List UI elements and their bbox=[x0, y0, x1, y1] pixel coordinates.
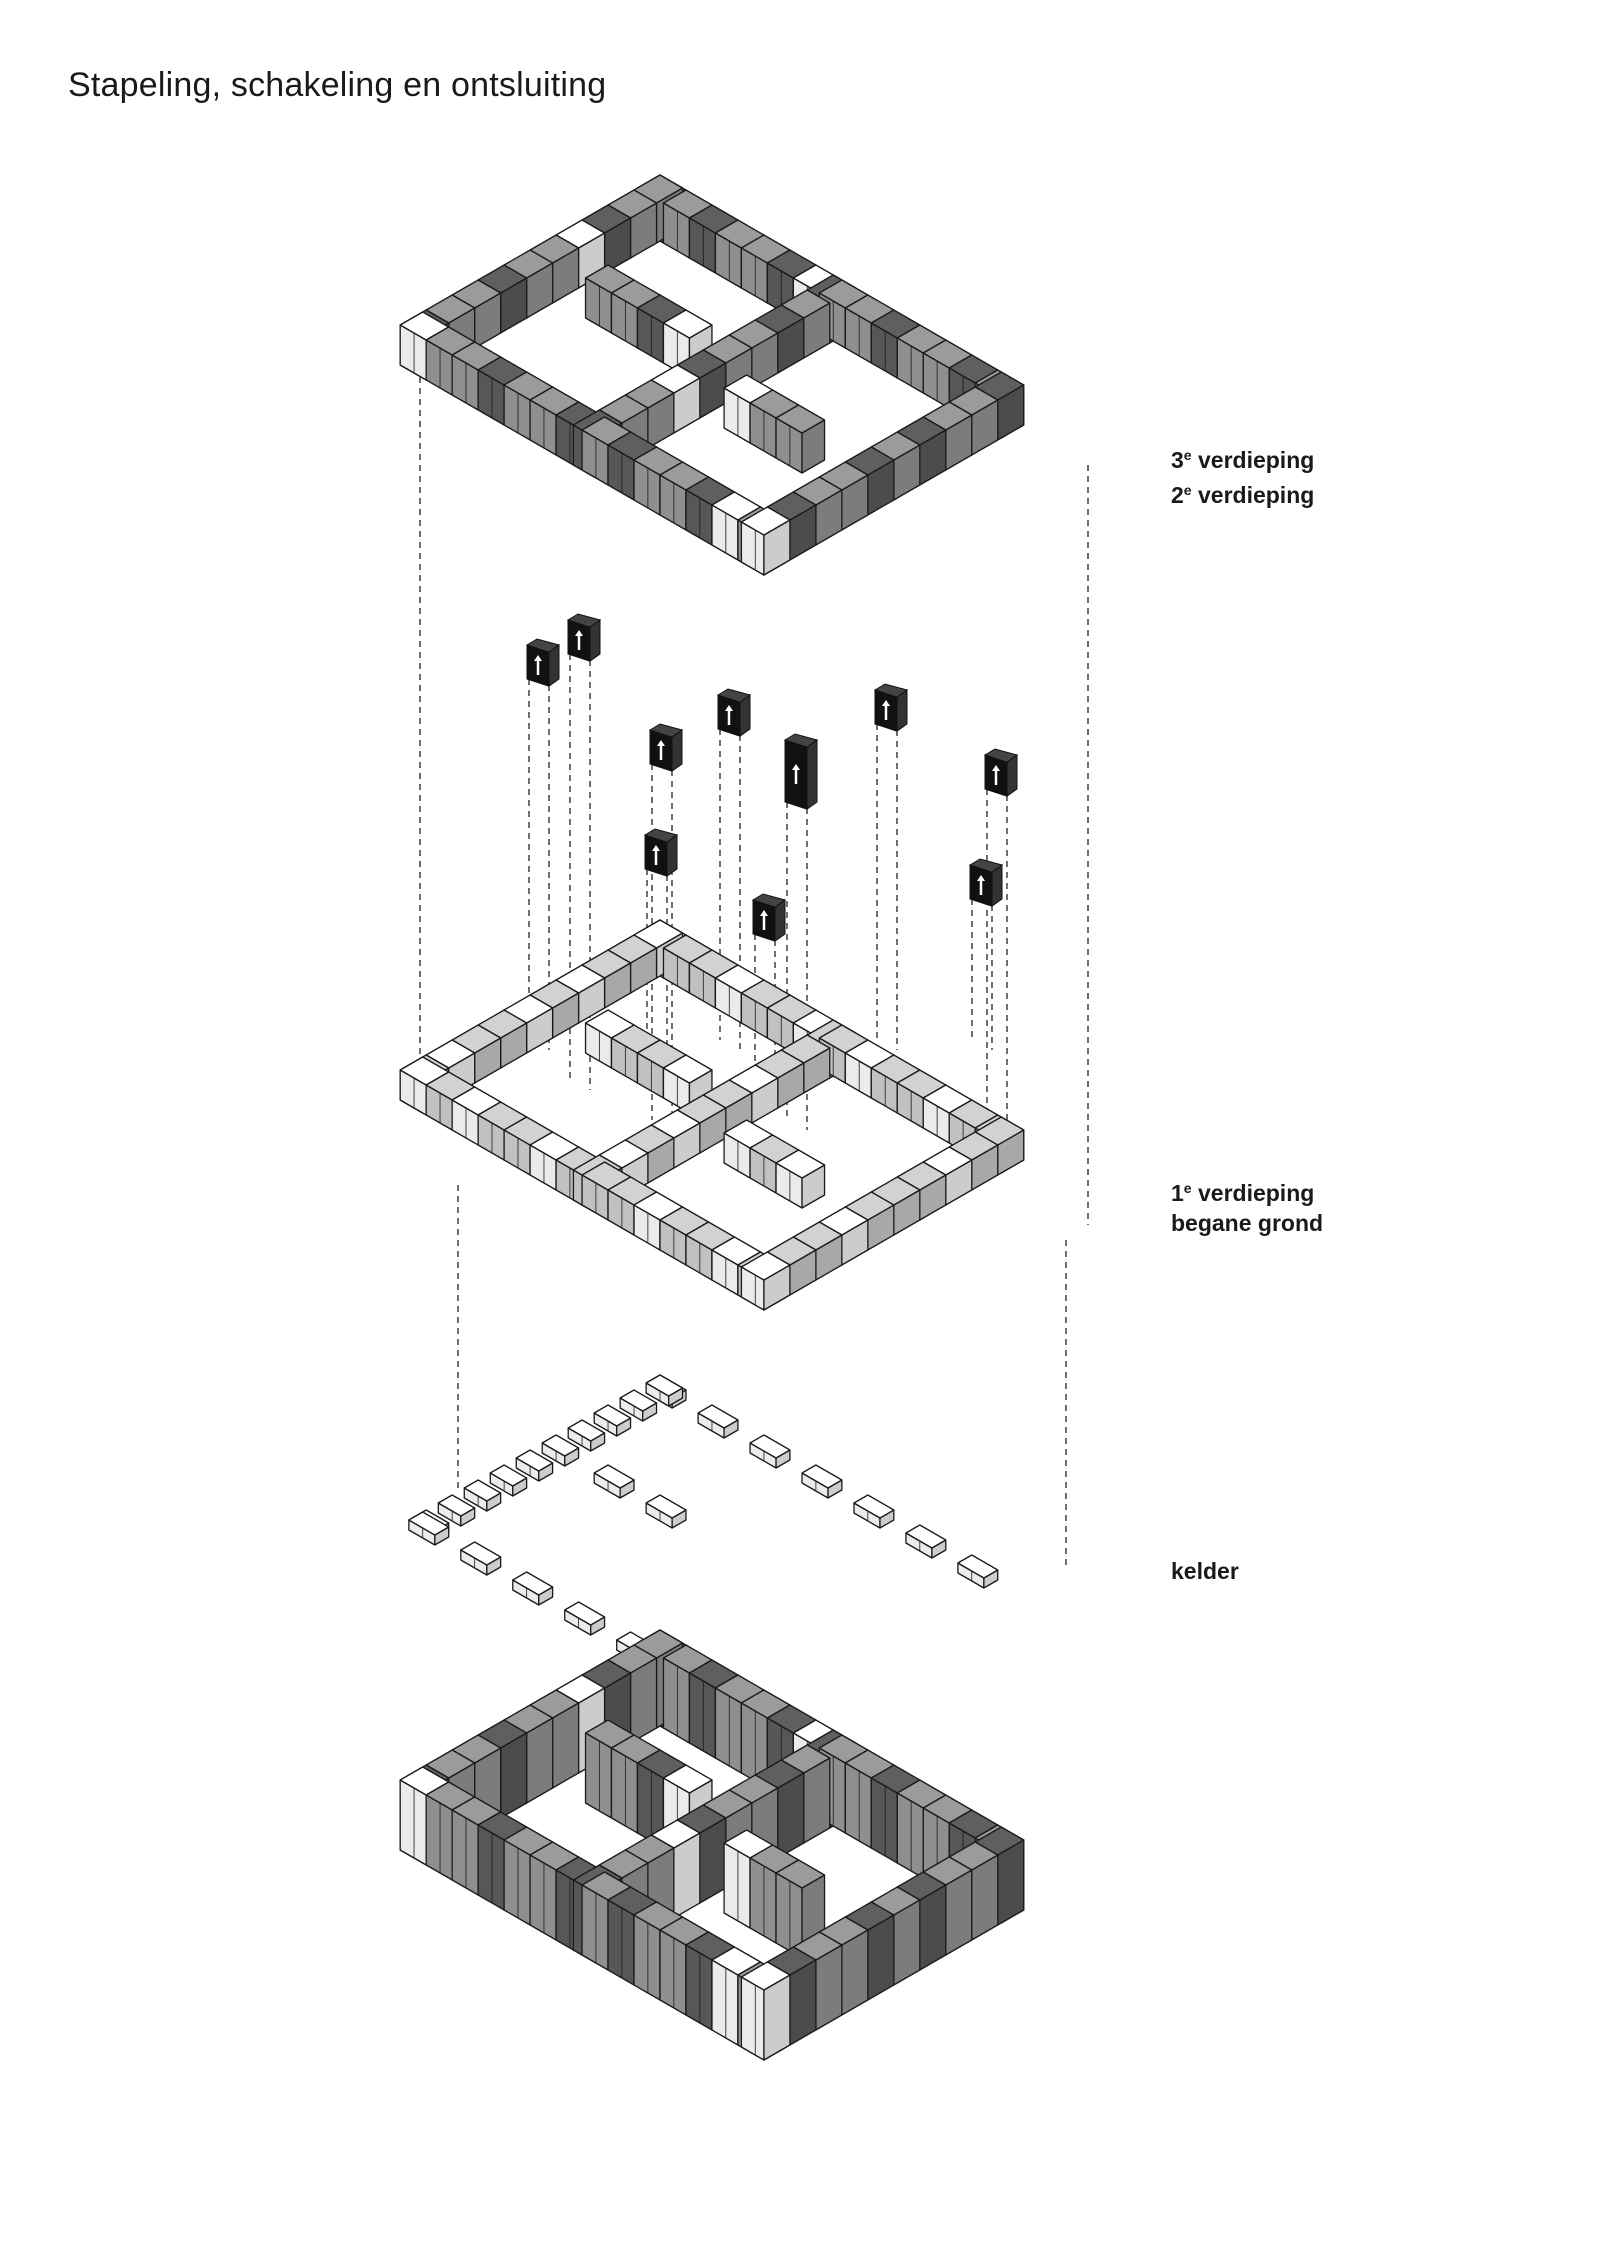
building-unit bbox=[460, 1541, 502, 1576]
label-basement: kelder bbox=[1171, 1558, 1239, 1584]
building-unit bbox=[853, 1494, 895, 1529]
building-unit bbox=[740, 1251, 791, 1311]
up-arrow-icon bbox=[575, 630, 583, 650]
building-unit bbox=[775, 404, 826, 474]
building-unit bbox=[957, 1554, 999, 1589]
building-unit bbox=[905, 1524, 947, 1559]
up-arrow-icon bbox=[992, 765, 1000, 785]
stair-core bbox=[525, 638, 561, 688]
building-unit bbox=[645, 1494, 687, 1529]
up-arrow-icon bbox=[977, 875, 985, 895]
building-unit bbox=[437, 1494, 476, 1527]
building-unit bbox=[567, 1419, 606, 1452]
building-unit bbox=[775, 1149, 826, 1209]
building-unit bbox=[564, 1601, 606, 1636]
layer-1st-floor-ground bbox=[399, 919, 1025, 1311]
building-layers bbox=[399, 174, 1025, 2061]
label-2nd-floor: 2e verdieping bbox=[1171, 482, 1315, 508]
up-arrow-icon bbox=[792, 764, 800, 784]
stair-core bbox=[983, 748, 1019, 798]
building-unit bbox=[408, 1511, 450, 1546]
page-title: Stapeling, schakeling en ontsluiting bbox=[68, 66, 607, 104]
up-arrow-icon bbox=[657, 740, 665, 760]
building-unit bbox=[645, 1374, 684, 1407]
up-arrow-icon bbox=[534, 655, 542, 675]
label-3rd-floor: 3e verdieping bbox=[1171, 447, 1315, 473]
up-arrow-icon bbox=[652, 845, 660, 865]
layer-3rd-2nd-floor bbox=[399, 174, 1025, 576]
stair-core bbox=[873, 683, 909, 733]
building-unit bbox=[593, 1464, 635, 1499]
stair-core bbox=[643, 828, 679, 878]
stair-core bbox=[566, 613, 602, 663]
building-unit bbox=[541, 1434, 580, 1467]
building-unit bbox=[801, 1464, 843, 1499]
label-ground-floor: begane grond bbox=[1171, 1210, 1324, 1236]
up-arrow-icon bbox=[760, 910, 768, 930]
stair-core bbox=[648, 723, 684, 773]
label-1st-floor: 1e verdieping bbox=[1171, 1180, 1315, 1206]
building-unit bbox=[515, 1449, 554, 1482]
building-unit bbox=[740, 1961, 791, 2061]
building-unit bbox=[697, 1404, 739, 1439]
stair-core bbox=[783, 733, 819, 811]
building-unit bbox=[593, 1404, 632, 1437]
building-unit bbox=[512, 1571, 554, 1606]
up-arrow-icon bbox=[725, 705, 733, 725]
stair-core bbox=[716, 688, 752, 738]
building-unit bbox=[749, 1434, 791, 1469]
stair-core bbox=[968, 858, 1004, 908]
building-unit bbox=[463, 1479, 502, 1512]
building-unit bbox=[775, 1859, 826, 1959]
building-unit bbox=[619, 1389, 658, 1422]
stair-core bbox=[751, 893, 787, 943]
up-arrow-icon bbox=[882, 700, 890, 720]
stair-cores bbox=[525, 613, 1019, 943]
building-unit bbox=[740, 506, 791, 576]
layer-assembled-building bbox=[399, 1629, 1025, 2061]
label-upper-floors: 3e verdieping 2e verdieping bbox=[1171, 440, 1314, 510]
label-lower-floors: 1e verdieping begane grond bbox=[1171, 1173, 1323, 1238]
building-unit bbox=[489, 1464, 528, 1497]
